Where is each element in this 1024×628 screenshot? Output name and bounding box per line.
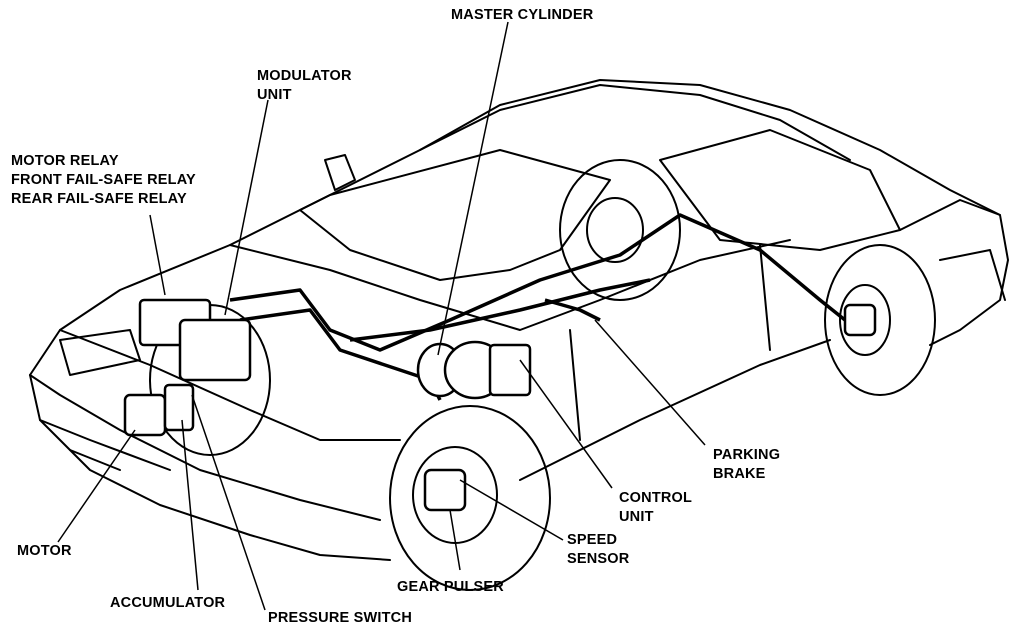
parking-brake-text-2: BRAKE	[713, 466, 766, 482]
control-unit-text-1: CONTROL	[619, 490, 693, 506]
label-parking-brake: PARKING BRAKE	[713, 446, 780, 484]
label-pressure-switch: PRESSURE SWITCH	[268, 609, 412, 628]
control-unit-box	[488, 343, 532, 397]
label-speed-sensor: SPEED SENSOR	[567, 531, 629, 569]
leader-pressure-switch	[191, 394, 266, 611]
car-lower-body	[29, 374, 391, 561]
roof-line	[419, 84, 851, 161]
rear-right-hub	[839, 284, 891, 356]
windshield	[299, 149, 611, 281]
rear-end	[899, 199, 1006, 301]
gear-pulser-text: GEAR PULSER	[397, 579, 504, 595]
speed-sensor-text-1: SPEED	[567, 532, 618, 548]
leader-accumulator	[181, 419, 199, 591]
label-master-cylinder: MASTER CYLINDER	[451, 6, 593, 25]
car-cowl-line	[229, 239, 791, 331]
label-relays: MOTOR RELAY FRONT FAIL-SAFE RELAY REAR F…	[11, 152, 196, 209]
mirror	[324, 154, 356, 191]
leader-gear-pulser	[449, 509, 461, 571]
label-motor: MOTOR	[17, 542, 72, 561]
accumulator-text: ACCUMULATOR	[110, 595, 226, 611]
relay-text-1: MOTOR RELAY	[11, 153, 119, 169]
car-rocker-panel	[519, 339, 831, 481]
modulator-block	[178, 318, 252, 382]
relay-text-2: FRONT FAIL-SAFE RELAY	[11, 172, 196, 188]
car-body-outline	[29, 79, 1009, 376]
spare-wheel	[559, 159, 681, 301]
motor-body	[123, 393, 167, 437]
master-cylinder-text: MASTER CYLINDER	[451, 7, 594, 23]
leader-speed-sensor	[459, 479, 564, 541]
pressure-switch-text: PRESSURE SWITCH	[268, 610, 412, 626]
brake-line-main	[229, 213, 847, 352]
control-unit-text-2: UNIT	[619, 509, 654, 525]
headlight	[59, 329, 141, 376]
car-hood-line	[59, 329, 401, 441]
caliper-front	[423, 468, 467, 512]
label-modulator-unit: MODULATOR UNIT	[257, 67, 352, 105]
rear-right-wheel	[824, 244, 936, 396]
leader-control-unit	[519, 359, 613, 489]
front-right-wheel	[389, 405, 551, 591]
front-grille	[39, 419, 171, 471]
side-window	[659, 129, 901, 251]
leader-motor	[57, 429, 136, 543]
parking-brake-text-1: PARKING	[713, 447, 781, 463]
modulator-text-1: MODULATOR	[257, 68, 352, 84]
spare-wheel-hub	[586, 197, 644, 263]
accumulator-body	[163, 383, 195, 432]
door-line	[569, 244, 771, 441]
parking-brake-cable	[544, 298, 601, 322]
label-gear-pulser: GEAR PULSER	[397, 578, 504, 597]
relay-text-3: REAR FAIL-SAFE RELAY	[11, 191, 187, 207]
speed-sensor-text-2: SENSOR	[567, 551, 630, 567]
leader-master-cylinder	[437, 21, 509, 356]
front-bumper	[29, 374, 381, 521]
brake-line-rear	[349, 278, 651, 342]
label-accumulator: ACCUMULATOR	[110, 594, 225, 613]
motor-text: MOTOR	[17, 543, 72, 559]
caliper-rear	[843, 303, 877, 337]
leader-parking-brake	[594, 319, 706, 446]
leader-relays	[149, 214, 166, 296]
label-control-unit: CONTROL UNIT	[619, 489, 692, 527]
leader-modulator	[224, 99, 269, 316]
modulator-text-2: UNIT	[257, 87, 292, 103]
